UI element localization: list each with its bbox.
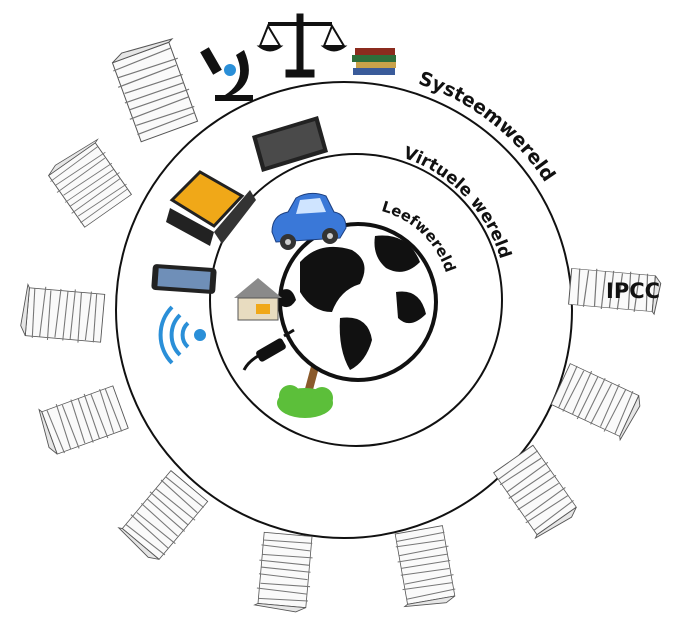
paper-stack-icon [549,361,646,442]
systeemwereld-ring [115,81,573,539]
paper-stack-icon [391,524,459,611]
ipcc-label: IPCC [606,279,660,303]
paper-stack-icon [106,34,202,144]
books-icon [352,48,396,75]
house-icon [234,278,282,321]
paper-stack-icon [35,382,130,459]
monitor-icon [252,116,328,172]
paper-stack-icon [43,136,136,230]
wifi-icon [158,305,206,365]
plug-icon [242,328,295,371]
virtuele-wereld-label: Virtuele wereld [401,143,515,261]
globe-icon [278,222,438,382]
scales-of-justice-icon [256,13,348,78]
laptop-icon [166,170,256,246]
tablet-icon [151,264,217,294]
car-icon [271,192,347,250]
tree-icon [277,359,333,418]
microscope-icon [200,47,253,101]
paper-stack-icon [19,283,106,346]
virtuele-wereld-ring [209,153,503,447]
paper-stack-icon [490,443,582,542]
paper-stack-icon [253,531,315,614]
